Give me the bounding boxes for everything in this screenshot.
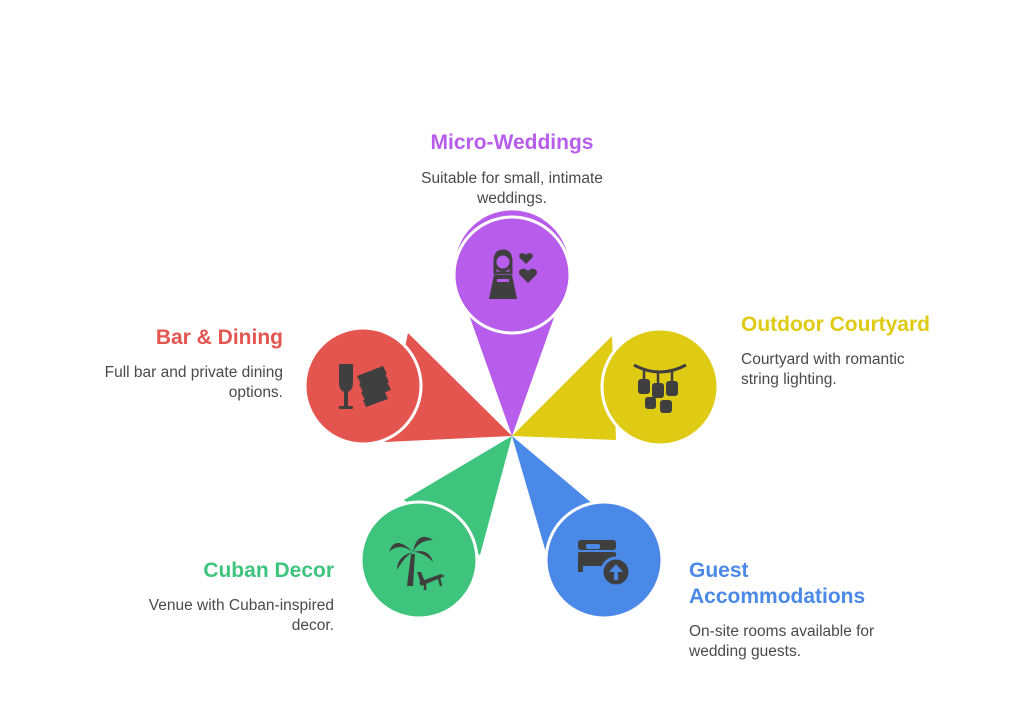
cuban-decor-title: Cuban Decor bbox=[203, 559, 334, 582]
micro-weddings-desc-line-2: weddings. bbox=[477, 190, 547, 207]
cuban-decor-desc-line-2: decor. bbox=[291, 617, 334, 634]
petal-bar-dining bbox=[303, 326, 512, 446]
guest-accommodations-title-line-1: Guest bbox=[689, 559, 749, 582]
guest-accommodations-desc-line-2: wedding guests. bbox=[689, 643, 802, 660]
petal-micro-weddings bbox=[452, 210, 572, 436]
bar-dining-description: Full bar and private dining options. bbox=[20, 363, 283, 403]
petal-cuban-decor bbox=[359, 436, 512, 620]
petal-bar-dining-cone bbox=[385, 333, 512, 442]
bar-dining-title: Bar & Dining bbox=[155, 326, 283, 349]
bar-dining-desc-line-2: options. bbox=[228, 384, 283, 401]
petal-cuban-decor-circle bbox=[359, 500, 479, 620]
micro-weddings-desc-line-1: Suitable for small, intimate bbox=[421, 170, 603, 187]
bride-hearts-icon bbox=[489, 249, 538, 299]
bar-dining-desc-line-1: Full bar and private dining bbox=[104, 364, 283, 381]
outdoor-courtyard-desc-line-2: string lighting. bbox=[741, 371, 837, 388]
outdoor-courtyard-description: Courtyard with romantic string lighting. bbox=[741, 350, 1011, 390]
wine-menu-icon bbox=[339, 364, 391, 409]
petal-guest-accommodations bbox=[512, 436, 664, 620]
guest-accommodations-title: Guest Accommodations bbox=[689, 558, 989, 610]
guest-accommodations-desc-line-1: On-site rooms available for bbox=[689, 623, 875, 640]
outdoor-courtyard-desc-line-1: Courtyard with romantic bbox=[741, 351, 905, 368]
cuban-decor-description: Venue with Cuban-inspired decor. bbox=[40, 596, 334, 636]
guest-accommodations-title-line-2: Accommodations bbox=[689, 585, 866, 608]
guest-accommodations-description: On-site rooms available for wedding gues… bbox=[689, 622, 989, 662]
string-lights-icon bbox=[633, 363, 687, 413]
petal-outdoor-courtyard-cone bbox=[512, 336, 616, 440]
micro-weddings-description: Suitable for small, intimate weddings. bbox=[362, 169, 662, 209]
outdoor-courtyard-title: Outdoor Courtyard bbox=[741, 313, 930, 336]
petal-outdoor-courtyard bbox=[512, 327, 720, 447]
petal-cuban-decor-cone bbox=[404, 436, 512, 555]
cuban-decor-desc-line-1: Venue with Cuban-inspired bbox=[148, 597, 334, 614]
micro-weddings-title: Micro-Weddings bbox=[430, 131, 594, 154]
bed-upgrade-icon bbox=[578, 540, 632, 588]
palm-lounger-icon bbox=[389, 536, 445, 590]
